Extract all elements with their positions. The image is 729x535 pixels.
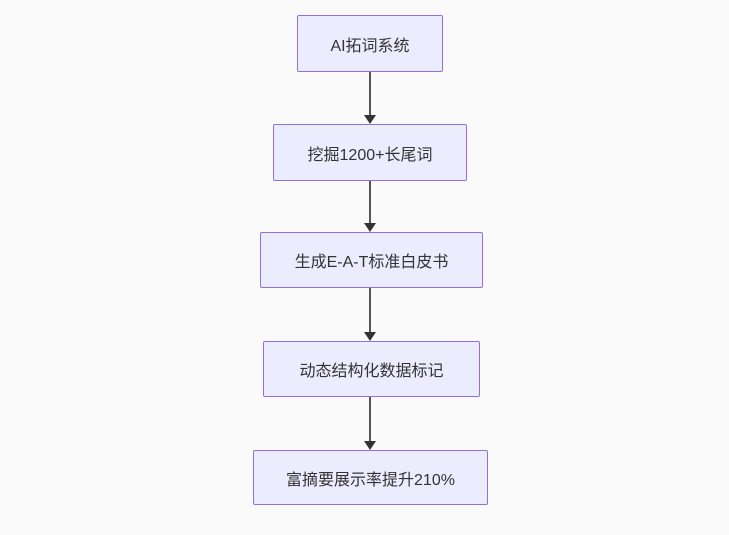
flow-node-label: AI拓词系统 bbox=[330, 37, 410, 55]
flow-node-label: 生成E-A-T标准白皮书 bbox=[294, 254, 449, 271]
flow-edge-line-d-e bbox=[369, 397, 371, 442]
flow-node-label: 富摘要展示率提升210% bbox=[286, 471, 455, 489]
flow-node-label: 挖掘1200+长尾词 bbox=[307, 146, 433, 164]
flow-edge-line-b-c bbox=[369, 181, 371, 224]
flow-edge-line-c-d bbox=[369, 288, 371, 333]
arrow-down-icon bbox=[364, 115, 376, 124]
arrow-down-icon bbox=[364, 332, 376, 341]
flow-node-rich-snippet-result: 富摘要展示率提升210% bbox=[253, 450, 488, 505]
flow-edge-line-a-b bbox=[369, 72, 371, 116]
flow-node-ai-keyword-system: AI拓词系统 bbox=[297, 15, 443, 72]
flow-node-structured-data-markup: 动态结构化数据标记 bbox=[263, 341, 480, 397]
arrow-down-icon bbox=[364, 441, 376, 450]
flow-node-eat-whitepaper: 生成E-A-T标准白皮书 bbox=[260, 232, 483, 288]
flow-node-label: 动态结构化数据标记 bbox=[299, 363, 444, 380]
arrow-down-icon bbox=[364, 223, 376, 232]
flow-node-longtail-mining: 挖掘1200+长尾词 bbox=[273, 124, 467, 181]
